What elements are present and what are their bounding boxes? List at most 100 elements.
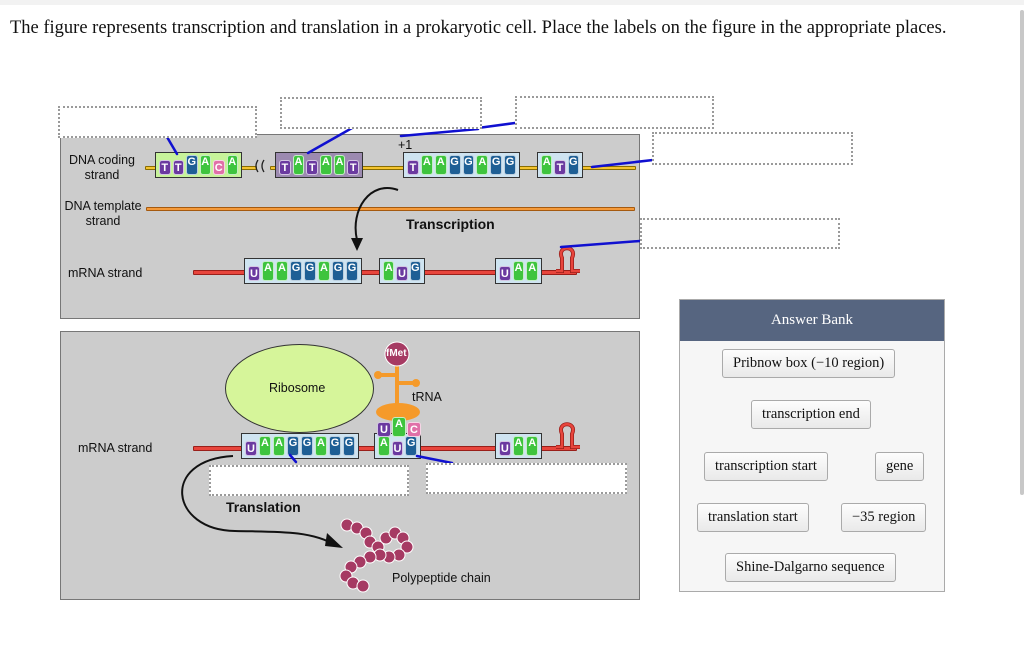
nucleotide-A: A: [276, 261, 288, 281]
nucleotide-U: U: [396, 266, 408, 281]
ribosome-label: Ribosome: [269, 381, 326, 395]
nucleotide-A: A: [292, 155, 305, 175]
polypeptide-label: Polypeptide chain: [392, 571, 491, 585]
drop-target-transcription-start[interactable]: [515, 96, 714, 129]
nucleotide-A: A: [262, 261, 274, 281]
nucleotide-G: G: [567, 155, 579, 175]
label-line: strand: [84, 168, 120, 182]
answer-chip-minus35-region[interactable]: −35 region: [841, 503, 927, 532]
nucleotide-G: G: [490, 155, 503, 175]
nucleotide-A: A: [476, 155, 489, 175]
nucleotide-G: G: [301, 436, 313, 456]
nucleotide-T: T: [347, 160, 360, 175]
top-bar: [0, 0, 1024, 5]
nucleotide-G: G: [462, 155, 475, 175]
drop-target-minus35[interactable]: [58, 106, 257, 138]
nucleotide-A: A: [378, 436, 390, 456]
nucleotide-G: G: [290, 261, 302, 281]
nucleotide-A: A: [512, 436, 525, 456]
nucleotide-A: A: [512, 261, 525, 281]
translation-label: Translation: [226, 499, 301, 515]
answer-bank: Answer Bank: [679, 299, 945, 592]
nucleotide-U: U: [391, 441, 404, 456]
nucleotide-U: U: [499, 441, 511, 456]
drop-target-minus10[interactable]: [280, 97, 482, 129]
plus-one-marker: +1: [398, 138, 413, 152]
transcription-label: Transcription: [406, 216, 495, 232]
nucleotide-C: C: [407, 422, 421, 437]
answer-bank-title: Answer Bank: [680, 300, 944, 341]
nucleotide-U: U: [499, 266, 511, 281]
drop-target-gene[interactable]: [652, 132, 853, 165]
trna-label: tRNA: [412, 390, 442, 404]
question-prompt: The figure represents transcription and …: [10, 18, 947, 38]
nucleotide-A: A: [318, 261, 330, 281]
nucleotide-T: T: [306, 160, 319, 175]
nucleotide-G: G: [346, 261, 358, 281]
nucleotide-G: G: [409, 261, 421, 281]
mrna-strand-label-bottom: mRNA strand: [78, 441, 153, 455]
ribosome: [225, 344, 374, 433]
nucleotide-A: A: [259, 436, 271, 456]
answer-chip-pribnow-box[interactable]: Pribnow box (−10 region): [722, 349, 896, 378]
dna-coding-strand-label: DNA coding strand: [62, 153, 142, 183]
drop-target-shine-dalgarno[interactable]: [209, 465, 409, 496]
nucleotide-T: T: [279, 160, 291, 175]
drop-target-translation-start[interactable]: [426, 463, 627, 494]
nucleotide-A: A: [333, 155, 346, 175]
nucleotide-A: A: [315, 436, 327, 456]
answer-chip-shine-dalgarno[interactable]: Shine-Dalgarno sequence: [725, 553, 896, 582]
nucleotide-A: A: [392, 417, 406, 437]
answer-chip-gene[interactable]: gene: [875, 452, 925, 481]
leader-line-plus-one-b: [476, 121, 517, 130]
nucleotide-A: A: [320, 155, 332, 175]
dna-template-strand-label: DNA template strand: [60, 199, 146, 229]
nucleotide-A: A: [273, 436, 285, 456]
nucleotide-G: G: [343, 436, 355, 456]
nucleotide-T: T: [407, 160, 419, 175]
nucleotide-G: G: [405, 436, 418, 456]
nucleotide-A: A: [420, 155, 433, 175]
nucleotide-A: A: [526, 261, 539, 281]
nucleotide-A: A: [383, 261, 395, 281]
label-line: DNA template: [64, 199, 142, 213]
nucleotide-A: A: [434, 155, 447, 175]
label-line: DNA coding: [68, 153, 135, 167]
nucleotide-A: A: [226, 155, 238, 175]
nucleotide-A: A: [199, 155, 211, 175]
nucleotide-T: T: [159, 160, 171, 175]
template-strand-line: [146, 207, 635, 211]
answer-chip-transcription-start[interactable]: transcription start: [704, 452, 828, 481]
answer-chip-transcription-end[interactable]: transcription end: [751, 400, 871, 429]
nucleotide-A: A: [526, 436, 539, 456]
scrollbar[interactable]: [1020, 10, 1024, 495]
nucleotide-G: G: [186, 155, 198, 175]
drop-target-transcription-end[interactable]: [640, 218, 840, 249]
answer-chip-translation-start[interactable]: translation start: [697, 503, 809, 532]
nucleotide-G: G: [504, 155, 516, 175]
nucleotide-A: A: [541, 155, 553, 175]
nucleotide-G: G: [448, 155, 461, 175]
nucleotide-U: U: [248, 266, 260, 281]
mrna-strand-label-top: mRNA strand: [68, 266, 143, 280]
nucleotide-G: G: [287, 436, 299, 456]
nucleotide-G: G: [304, 261, 316, 281]
nucleotide-G: G: [332, 261, 344, 281]
nucleotide-C: C: [213, 160, 225, 175]
fmet-label: fMet: [386, 348, 407, 359]
nucleotide-G: G: [329, 436, 341, 456]
nucleotide-T: T: [554, 160, 566, 175]
label-line: strand: [85, 214, 121, 228]
nucleotide-T: T: [172, 160, 184, 175]
nucleotide-U: U: [377, 422, 391, 437]
